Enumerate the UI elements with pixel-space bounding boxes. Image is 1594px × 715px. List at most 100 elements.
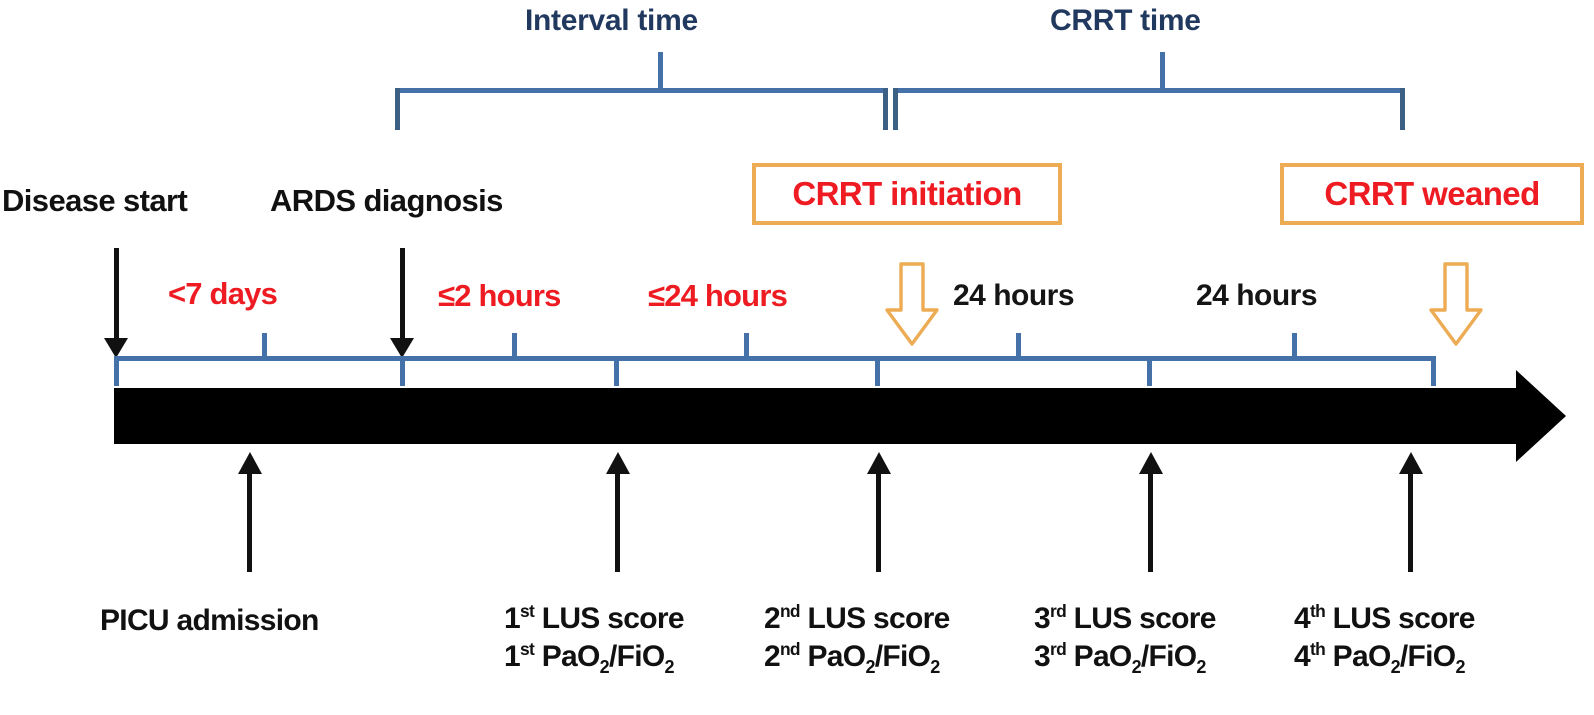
- ordinal-suffix-1: st: [520, 601, 535, 621]
- ordinal-suffix-1b: st: [520, 639, 535, 660]
- fio2-text-1: /FiO: [608, 640, 665, 674]
- pointer-lus-1-shaft: [615, 472, 620, 572]
- pao2-text-3: PaO: [1066, 640, 1133, 674]
- pao2-text-1: PaO: [534, 640, 601, 674]
- pointer-disease-start-head: [104, 338, 128, 358]
- tick-up-24-hours-interval: [744, 333, 749, 357]
- pointer-disease-start-shaft: [114, 248, 119, 344]
- bottom-label-lus-1: 1st LUS score 1st PaO2/FiO2: [504, 600, 685, 679]
- fio2-text-4: /FiO: [1399, 640, 1456, 674]
- pao2-sub-1: 2: [599, 657, 610, 678]
- fio2-sub-4: 2: [1455, 657, 1465, 678]
- ordinal-suffix-3: rd: [1050, 601, 1067, 621]
- brace-crrt-left-leg: [893, 88, 898, 130]
- ordinal-4: 4: [1294, 602, 1311, 635]
- bottom-label-lus-3-line1: 3rd LUS score: [1034, 600, 1216, 638]
- duration-label-24-hours-crrt-1: 24 hours: [953, 279, 1075, 312]
- tick-down-lus-1: [614, 356, 619, 386]
- pao2-sub-2: 2: [865, 657, 875, 678]
- pointer-lus-2-head: [867, 452, 891, 474]
- tick-up-2-hours: [512, 333, 517, 357]
- fio2-text-2: /FiO: [874, 640, 931, 674]
- duration-label-24-hours-interval: ≤24 hours: [648, 278, 788, 313]
- bottom-label-lus-4-line2: 4th PaO2/FiO2: [1294, 638, 1475, 679]
- bottom-label-lus-4: 4th LUS score 4th PaO2/FiO2: [1294, 600, 1475, 679]
- crrt-initiation-box[interactable]: CRRT initiation: [752, 163, 1062, 225]
- ordinal-3: 3: [1034, 602, 1051, 635]
- pointer-lus-4-shaft: [1408, 472, 1413, 572]
- brace-label-crrt-time: CRRT time: [1050, 4, 1201, 37]
- bottom-label-lus-2-line1: 2nd LUS score: [764, 600, 950, 638]
- tick-down-lus-2: [875, 356, 880, 386]
- ordinal-suffix-2: nd: [780, 601, 801, 621]
- ordinal-suffix-3b: rd: [1050, 639, 1067, 660]
- lus-score-text-1: LUS score: [534, 602, 685, 635]
- pao2-text-4: PaO: [1325, 640, 1392, 674]
- tick-up-less-7-days: [262, 333, 267, 357]
- brace-crrt-top-rule: [893, 88, 1405, 93]
- bottom-label-lus-2: 2nd LUS score 2nd PaO2/FiO2: [764, 600, 950, 679]
- event-label-ards-diagnosis: ARDS diagnosis: [270, 183, 503, 218]
- fio2-text-3: /FiO: [1140, 640, 1197, 674]
- pointer-picu-admission-head: [238, 452, 262, 474]
- bottom-label-lus-1-line1: 1st LUS score: [504, 600, 685, 638]
- pointer-lus-3-head: [1139, 452, 1163, 474]
- brace-label-interval-time: Interval time: [525, 4, 698, 37]
- ordinal-suffix-4b: th: [1310, 639, 1326, 660]
- brace-interval-stem: [658, 52, 663, 90]
- fio2-sub-2: 2: [930, 657, 940, 678]
- fio2-sub-1: 2: [664, 657, 675, 678]
- ordinal-1b: 1: [504, 640, 521, 674]
- crrt-weaned-box[interactable]: CRRT weaned: [1280, 163, 1584, 225]
- bottom-label-lus-3: 3rd LUS score 3rd PaO2/FiO2: [1034, 600, 1216, 679]
- crrt-weaned-down-arrow-icon: [1429, 262, 1483, 346]
- ordinal-2b: 2: [764, 640, 781, 674]
- ordinal-4b: 4: [1294, 640, 1311, 674]
- pointer-lus-4-head: [1399, 452, 1423, 474]
- pointer-lus-2-shaft: [876, 472, 881, 572]
- pao2-text-2: PaO: [799, 640, 866, 674]
- bottom-label-lus-4-line1: 4th LUS score: [1294, 600, 1475, 638]
- bottom-label-lus-3-line2: 3rd PaO2/FiO2: [1034, 638, 1216, 679]
- pointer-ards-diagnosis-shaft: [400, 248, 405, 344]
- blue-rule-line: [114, 356, 1436, 361]
- tick-down-lus-3: [1147, 356, 1152, 386]
- pao2-sub-3: 2: [1131, 657, 1142, 678]
- ordinal-suffix-4: th: [1310, 601, 1326, 621]
- tick-up-24-hours-crrt-2: [1292, 333, 1297, 357]
- bottom-label-picu-admission-text: PICU admission: [100, 604, 319, 637]
- ordinal-2: 2: [764, 602, 781, 635]
- tick-down-lus-4: [1431, 356, 1436, 386]
- lus-score-text-3: LUS score: [1066, 602, 1217, 635]
- main-timeline-arrowhead: [1516, 370, 1566, 462]
- main-timeline-bar: [114, 388, 1518, 444]
- tick-down-ards-diagnosis: [400, 356, 405, 386]
- brace-interval-right-leg: [883, 88, 888, 130]
- ordinal-suffix-2b: nd: [780, 639, 801, 660]
- pointer-lus-3-shaft: [1148, 472, 1153, 572]
- crrt-initiation-label: CRRT initiation: [792, 175, 1022, 212]
- crrt-initiation-down-arrow-icon: [885, 262, 939, 346]
- pointer-picu-admission-shaft: [247, 472, 252, 572]
- crrt-weaned-label: CRRT weaned: [1324, 175, 1540, 212]
- tick-down-disease-start: [114, 356, 119, 386]
- ordinal-1: 1: [504, 602, 521, 635]
- brace-interval-top-rule: [395, 88, 888, 93]
- bottom-label-lus-2-line2: 2nd PaO2/FiO2: [764, 638, 950, 679]
- tick-up-24-hours-crrt-1: [1016, 333, 1021, 357]
- bottom-label-picu-admission: PICU admission: [100, 602, 319, 640]
- duration-label-24-hours-crrt-2: 24 hours: [1196, 279, 1318, 312]
- pointer-ards-diagnosis-head: [390, 338, 414, 358]
- pointer-lus-1-head: [606, 452, 630, 474]
- lus-score-text-4: LUS score: [1325, 602, 1476, 635]
- brace-interval-left-leg: [395, 88, 400, 130]
- ordinal-3b: 3: [1034, 640, 1051, 674]
- pao2-sub-4: 2: [1390, 657, 1401, 678]
- brace-crrt-right-leg: [1400, 88, 1405, 130]
- event-label-disease-start: Disease start: [2, 183, 188, 218]
- fio2-sub-3: 2: [1196, 657, 1206, 678]
- duration-label-less-7-days: <7 days: [168, 276, 278, 311]
- brace-crrt-stem: [1160, 52, 1165, 90]
- duration-label-2-hours: ≤2 hours: [438, 278, 561, 313]
